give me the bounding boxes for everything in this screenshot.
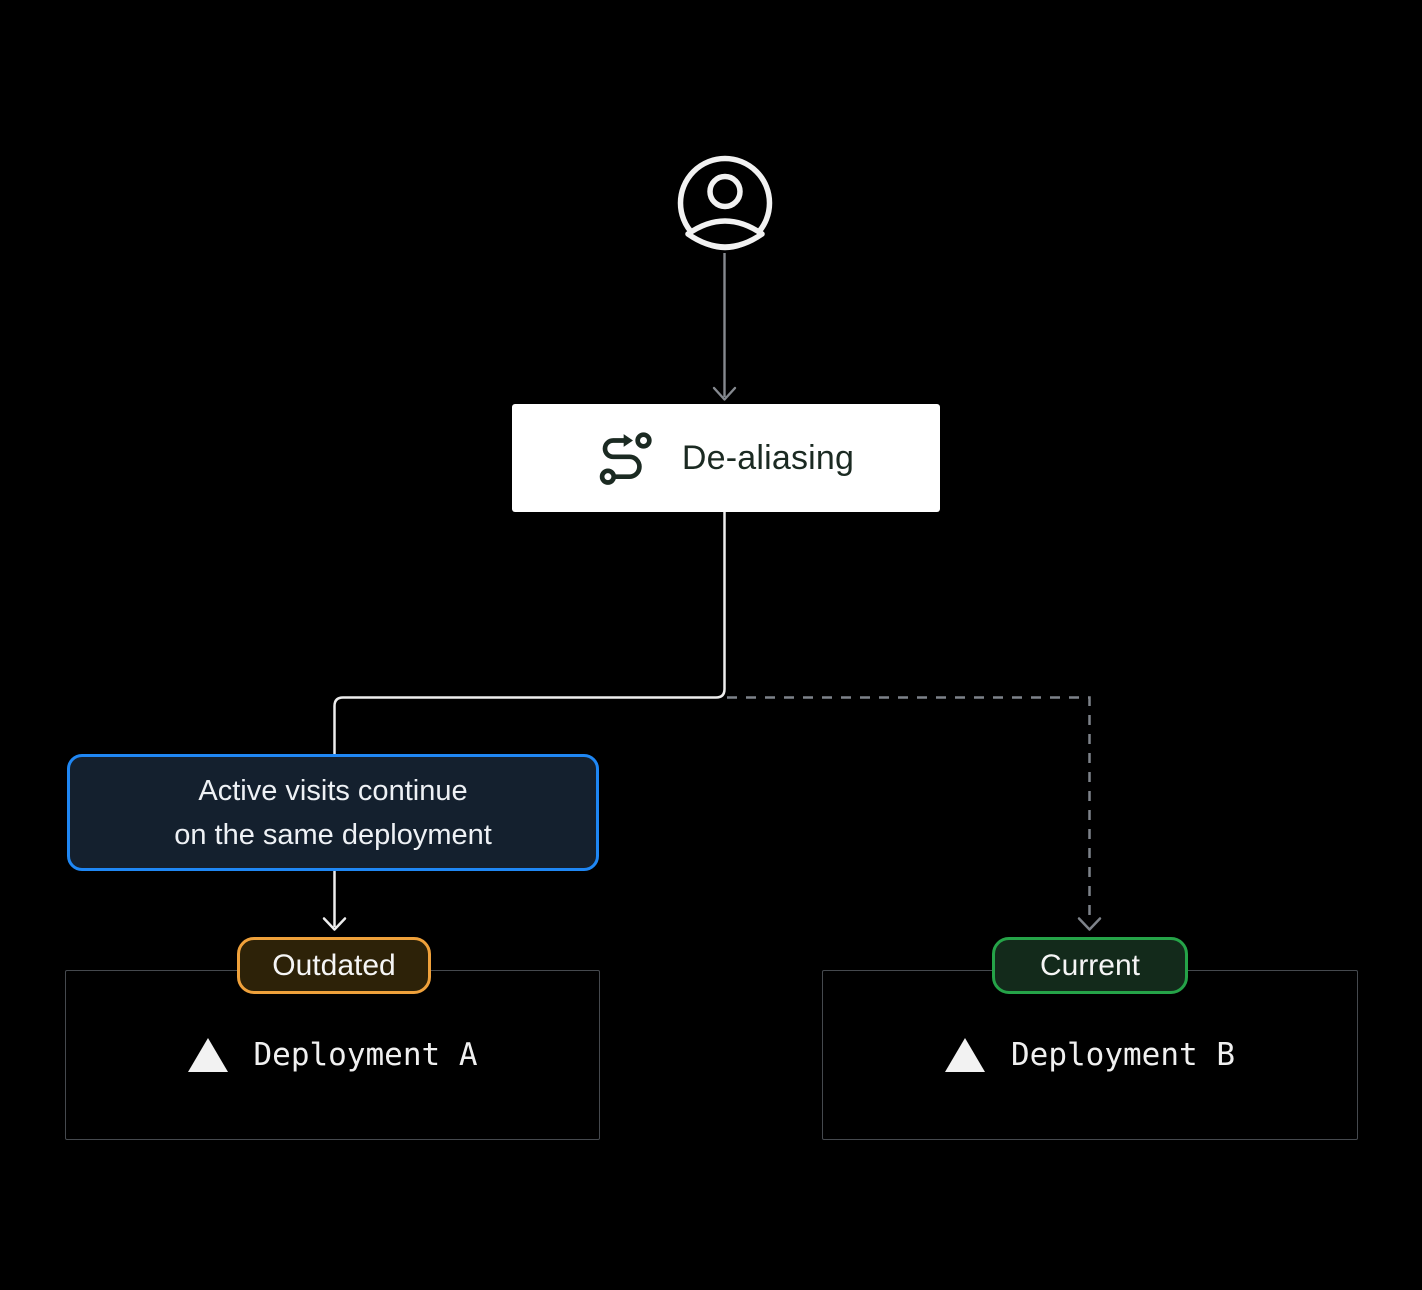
user-circle-icon: [677, 155, 773, 251]
arrowhead-outdated: [322, 917, 347, 931]
deployment-a-label: Deployment A: [253, 1037, 478, 1073]
dealiasing-label: De-aliasing: [681, 438, 855, 477]
user-node: [675, 154, 775, 256]
arrowhead-current: [1077, 917, 1102, 931]
note-line-1: Active visits continue: [198, 774, 468, 807]
vercel-triangle-icon: [187, 1038, 228, 1072]
arrowhead-dealiasing: [712, 386, 737, 401]
deployment-b-node: Deployment B: [822, 970, 1358, 1140]
deployment-a-node: Deployment A: [65, 970, 600, 1140]
deployment-b-label: Deployment B: [1011, 1037, 1235, 1073]
vercel-triangle-icon: [945, 1038, 986, 1072]
dealiasing-node: De-aliasing: [512, 404, 940, 512]
badge-current: Current: [992, 937, 1188, 994]
badge-outdated: Outdated: [237, 937, 431, 994]
edge-dealiasing-to-current: [727, 696, 1091, 921]
note-active-visits: Active visits continue on the same deplo…: [67, 754, 599, 871]
note-line-2: on the same deployment: [174, 818, 492, 851]
route-icon: [598, 430, 654, 486]
